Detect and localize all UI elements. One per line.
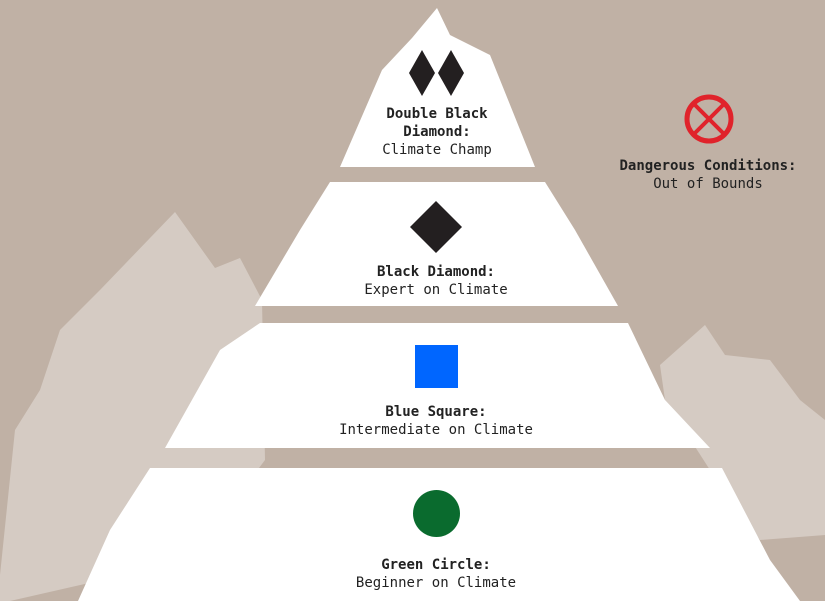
label-green-circle: Green Circle: Beginner on Climate (306, 556, 566, 592)
level-title: Blue Square: (296, 403, 576, 421)
level-subtitle: Beginner on Climate (306, 574, 566, 592)
danger-title: Dangerous Conditions: (598, 157, 818, 175)
prohibited-icon (683, 93, 735, 145)
label-double-black-diamond: Double Black Diamond: Climate Champ (357, 105, 517, 159)
green-circle-icon (413, 490, 460, 537)
level-subtitle: Climate Champ (357, 141, 517, 159)
level-subtitle: Intermediate on Climate (296, 421, 576, 439)
label-dangerous-conditions: Dangerous Conditions: Out of Bounds (598, 157, 818, 193)
label-black-diamond: Black Diamond: Expert on Climate (316, 263, 556, 299)
danger-subtitle: Out of Bounds (598, 175, 818, 193)
blue-square-icon (415, 345, 458, 388)
level-title: Black Diamond: (316, 263, 556, 281)
level-title: Green Circle: (306, 556, 566, 574)
level-title: Double Black Diamond: (357, 105, 517, 141)
label-blue-square: Blue Square: Intermediate on Climate (296, 403, 576, 439)
double-black-diamond-icon (407, 48, 467, 98)
level-subtitle: Expert on Climate (316, 281, 556, 299)
black-diamond-icon (408, 199, 464, 255)
